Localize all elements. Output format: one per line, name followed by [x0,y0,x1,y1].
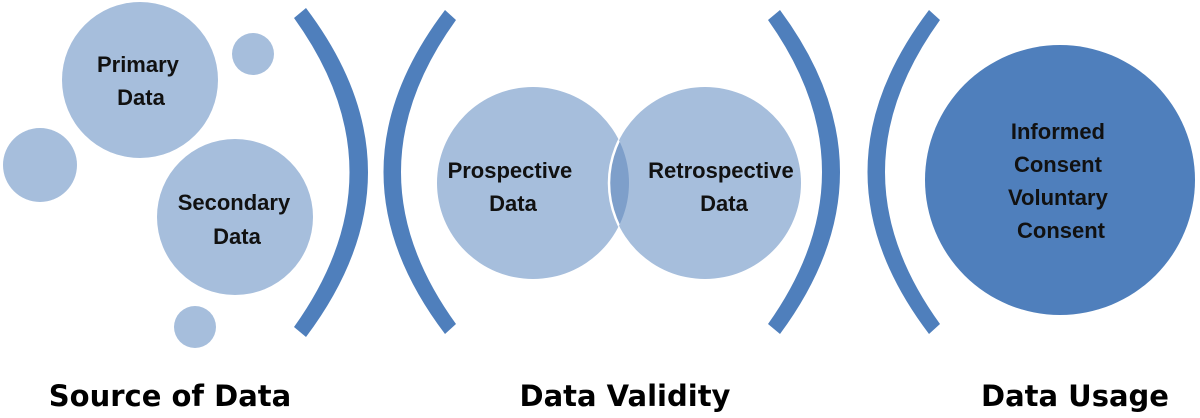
bracket-open-2 [867,10,940,334]
consent-circle [925,45,1195,315]
retrospective-data-label: Retrospective Data [648,158,800,216]
primary-data-circle [62,2,218,158]
data-validity-group: Prospective Data Retrospective Data Data… [437,87,801,413]
data-validity-title: Data Validity [520,379,731,413]
consent-line-4: Consent [1017,218,1106,243]
prospective-data-label: Prospective Data [448,158,579,216]
secondary-data-line-2: Data [213,224,261,249]
consent-label: Informed Consent Voluntary Consent [1008,119,1114,243]
secondary-data-label: Secondary Data [178,190,297,249]
secondary-data-circle [157,139,313,295]
consent-line-2: Consent [1014,152,1103,177]
small-decor-circle-bottom [174,306,216,348]
primary-data-label: Primary Data [97,52,185,110]
consent-line-1: Informed [1011,119,1105,144]
retrospective-outline [607,87,629,279]
bracket-open-1 [383,10,456,334]
bracket-close-1 [294,8,368,337]
data-usage-group: Informed Consent Voluntary Consent Data … [925,45,1195,413]
primary-data-line-2: Data [117,85,165,110]
source-of-data-title: Source of Data [49,379,291,413]
retrospective-data-line-2: Data [700,191,748,216]
prospective-data-line-1: Prospective [448,158,573,183]
data-usage-title: Data Usage [981,379,1169,413]
small-decor-circle-top [232,33,274,75]
prospective-data-line-2: Data [489,191,537,216]
retrospective-data-circle [609,87,801,279]
retrospective-data-line-1: Retrospective [648,158,794,183]
primary-data-line-1: Primary [97,52,180,77]
consent-line-3: Voluntary [1008,185,1109,210]
secondary-data-line-1: Secondary [178,190,291,215]
small-decor-circle-left [3,128,77,202]
prospective-data-circle [437,87,629,279]
bracket-close-2 [768,10,840,334]
source-of-data-group: Primary Data Secondary Data Source of Da… [3,2,313,413]
